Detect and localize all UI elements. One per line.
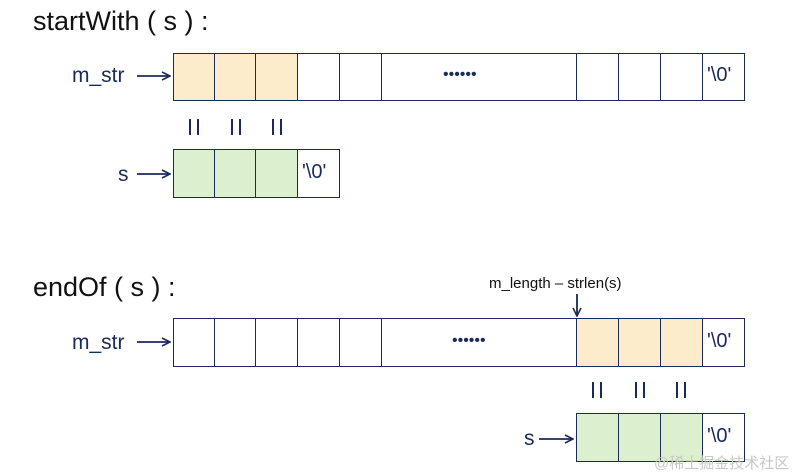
m-str-cell-8 <box>660 53 703 101</box>
m-str-cell-2 <box>214 53 256 101</box>
m-str2-cell-2 <box>214 318 256 367</box>
ellipsis-2: •••••• <box>452 332 486 349</box>
m-str2-terminator-cell <box>702 318 745 367</box>
m-str-cell-5 <box>339 53 382 101</box>
m-str2-cell-5 <box>339 318 382 367</box>
m-str2-cell-6 <box>576 318 619 367</box>
m-str-cell-4 <box>297 53 340 101</box>
startwith-heading: startWith ( s ) : <box>33 6 209 36</box>
s-label-2: s <box>524 427 535 450</box>
endof-heading: endOf ( s ) : <box>33 272 176 302</box>
s-cell-1 <box>173 149 215 198</box>
s2-terminator-cell <box>702 413 745 462</box>
m-str2-cell-3 <box>255 318 298 367</box>
ellipsis-1: •••••• <box>443 66 477 83</box>
m-str2-cell-8 <box>660 318 703 367</box>
s-terminator-2: '\0' <box>707 425 732 447</box>
equal-mark-6 <box>676 382 686 398</box>
m-str-cell-6 <box>576 53 619 101</box>
s-terminator-cell <box>297 149 340 198</box>
terminator-2: '\0' <box>707 330 732 352</box>
terminator-1: '\0' <box>707 64 732 86</box>
m-str-terminator-cell <box>702 53 745 101</box>
s-label-1: s <box>118 163 129 186</box>
s-terminator-1: '\0' <box>302 161 327 183</box>
m-str-cell-3 <box>255 53 298 101</box>
m-str-label-2: m_str <box>72 331 125 354</box>
watermark-text: @稀土掘金技术社区 <box>654 455 790 472</box>
m-str2-ellipsis-cell <box>381 318 577 367</box>
s2-cell-1 <box>576 413 619 462</box>
equal-mark-1 <box>189 119 199 135</box>
equal-mark-4 <box>592 382 602 398</box>
equal-mark-2 <box>231 119 241 135</box>
offset-label: m_length – strlen(s) <box>489 275 622 292</box>
m-str-cell-1 <box>173 53 215 101</box>
s-cell-3 <box>255 149 298 198</box>
m-str-label-1: m_str <box>72 64 125 87</box>
equal-mark-3 <box>272 119 282 135</box>
s2-cell-3 <box>660 413 703 462</box>
equal-mark-5 <box>635 382 645 398</box>
m-str-ellipsis-cell <box>381 53 577 101</box>
m-str2-cell-7 <box>618 318 661 367</box>
